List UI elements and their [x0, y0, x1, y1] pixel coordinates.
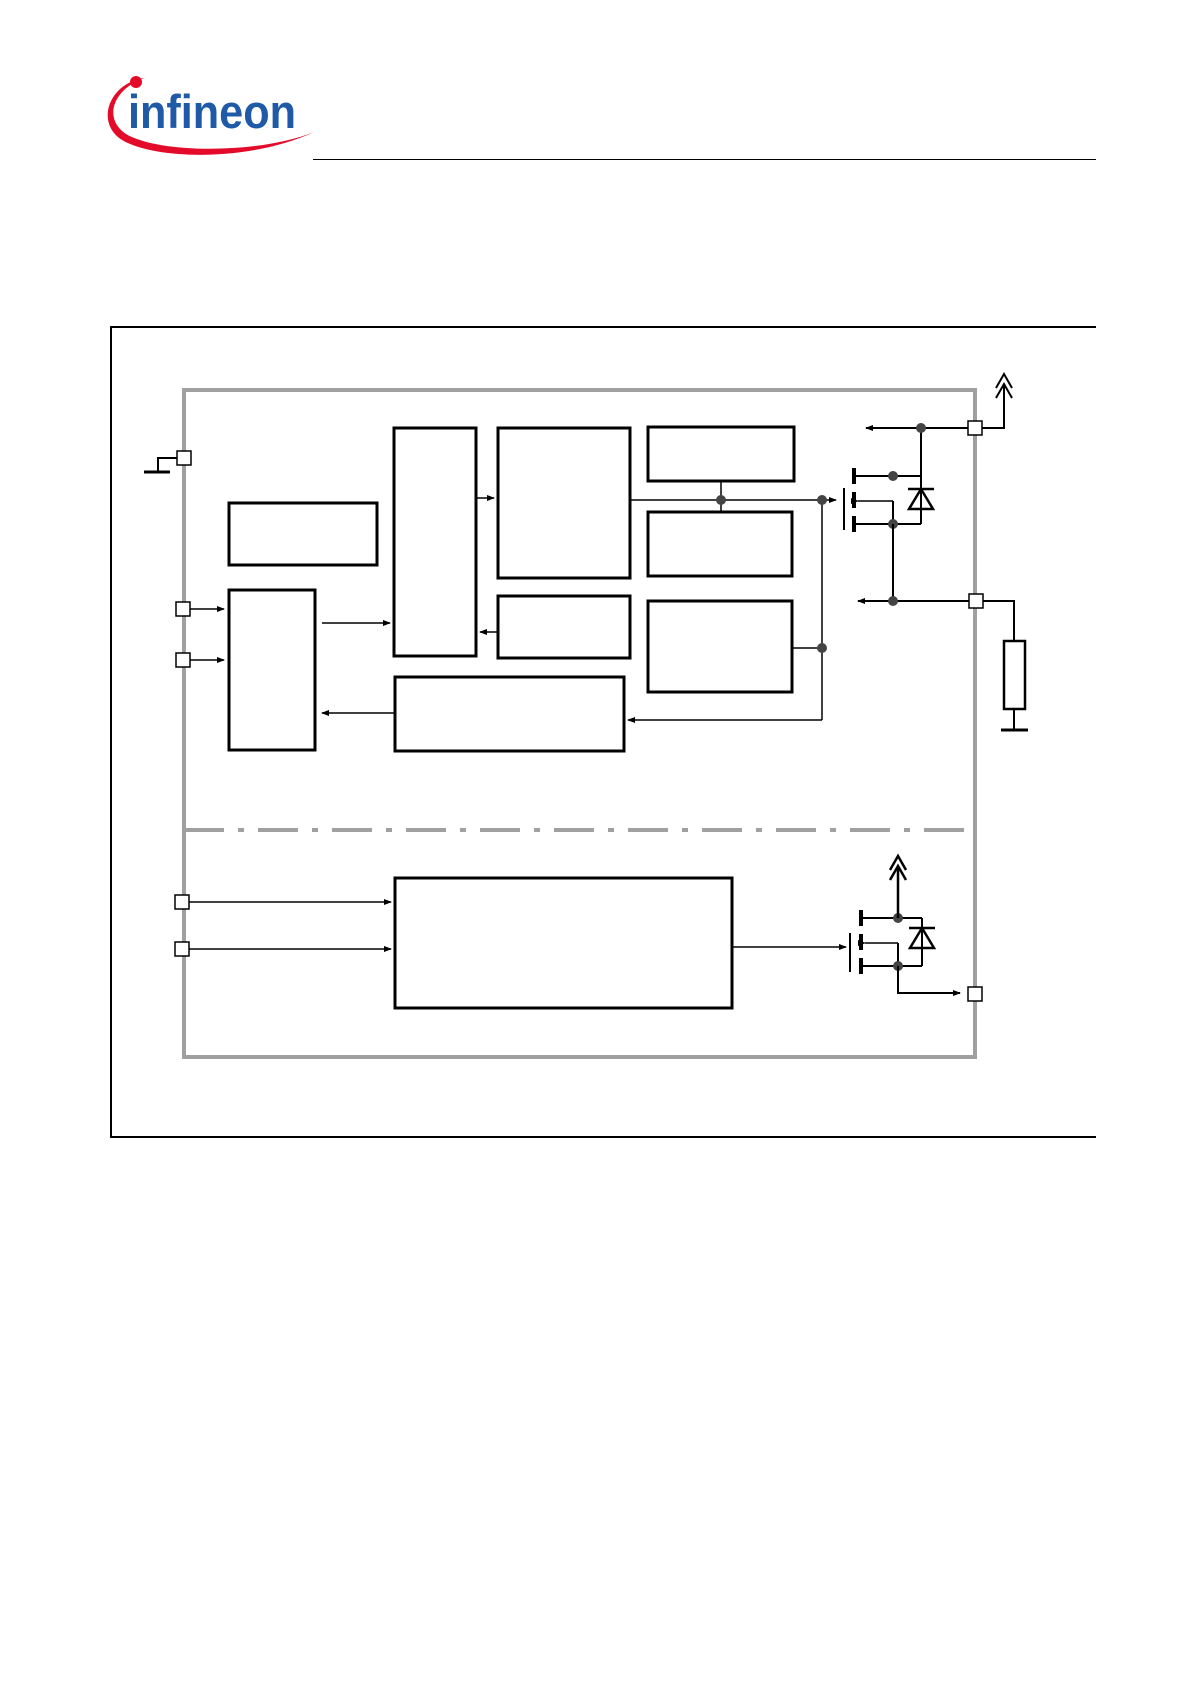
- pin-terminal-icon: [968, 593, 984, 609]
- chip-boundary: [182, 388, 977, 1059]
- block-low-right: [646, 599, 794, 694]
- header-rule: [313, 159, 1096, 160]
- block-mid-right: [646, 510, 794, 578]
- pin-terminal-icon: [175, 652, 191, 668]
- pin-terminal-icon: [967, 420, 983, 436]
- junction-dot: [888, 596, 898, 606]
- outer-frame: [110, 326, 1096, 1138]
- mosfet-icon: [843, 468, 921, 532]
- diode-icon: [907, 918, 937, 966]
- block-diagnosis: [393, 675, 626, 753]
- block-a: [227, 501, 379, 567]
- junction-dot: [888, 471, 898, 481]
- block-top-right: [646, 425, 796, 483]
- block-feedback: [496, 594, 632, 660]
- block-gate-driver: [496, 426, 632, 580]
- logo-swoosh: [107, 78, 314, 155]
- logo-dot: [130, 76, 142, 88]
- block-control-logic: [392, 426, 478, 658]
- pin-terminal-icon: [174, 941, 190, 957]
- resistor-icon: [983, 600, 1027, 729]
- logo-text: infineon: [128, 85, 296, 138]
- supply-arrow-icon: [888, 853, 908, 918]
- junction-dot: [716, 495, 726, 505]
- supply-arrow-icon: [982, 371, 1013, 429]
- pin-terminal-icon: [174, 894, 190, 910]
- pin-terminal-icon: [175, 601, 191, 617]
- infineon-logo: infineon: [107, 76, 314, 155]
- block-lower-control: [393, 876, 734, 1010]
- junction-dot: [817, 643, 827, 653]
- diode-icon: [906, 428, 936, 524]
- pin-terminal-icon: [967, 986, 983, 1002]
- output-line: [897, 966, 961, 996]
- junction-dot: [817, 495, 827, 505]
- block-input-logic: [227, 588, 317, 752]
- pin-terminal-icon: [176, 450, 192, 466]
- junction-dot: [916, 423, 926, 433]
- ground-symbol-icon: [144, 457, 177, 474]
- mosfet-icon: [849, 910, 922, 974]
